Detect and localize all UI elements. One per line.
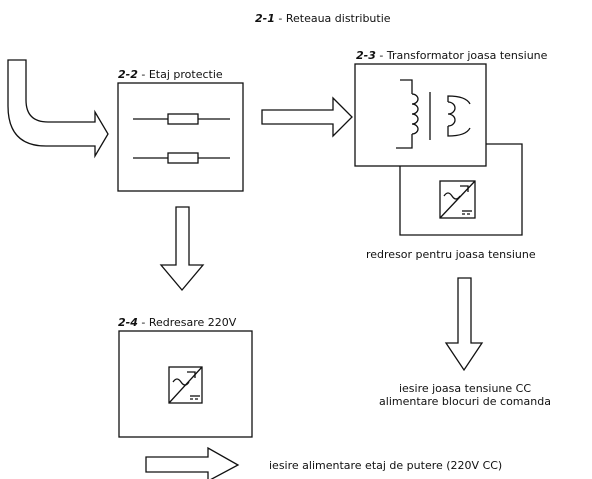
arrow-power-output	[145, 446, 240, 479]
distribution-label: 2-1 - Reteaua distributie	[255, 12, 391, 25]
protection-label: 2-2 - Etaj protectie	[118, 68, 223, 81]
rectifier-icon	[168, 366, 203, 404]
transformer-icon	[396, 79, 471, 149]
low-voltage-output-label: iesire joasa tensiune CC alimentare bloc…	[375, 382, 555, 408]
rectifier-220-label: 2-4 - Redresare 220V	[118, 316, 237, 329]
low-voltage-output-line2: alimentare blocuri de comanda	[379, 395, 551, 408]
arrow-to-transformer	[261, 96, 353, 138]
low-voltage-rectifier-label: redresor pentru joasa tensiune	[366, 248, 536, 261]
rectifier-icon	[439, 180, 476, 219]
power-output-label: iesire alimentare etaj de putere (220V C…	[269, 459, 503, 472]
arrow-to-rectifier-220	[159, 206, 205, 292]
fuse-icon	[133, 152, 230, 164]
rectifier-220-box	[118, 330, 253, 438]
input-arrow	[7, 59, 109, 159]
transformer-box	[354, 63, 487, 167]
protection-box	[117, 82, 244, 192]
low-voltage-output-line1: iesire joasa tensiune CC	[398, 382, 532, 395]
low-voltage-rectifier-box	[399, 143, 523, 236]
arrow-low-voltage-output	[444, 277, 484, 372]
fuse-icon	[133, 113, 230, 125]
transformer-label: 2-3 - Transformator joasa tensiune	[356, 49, 548, 62]
